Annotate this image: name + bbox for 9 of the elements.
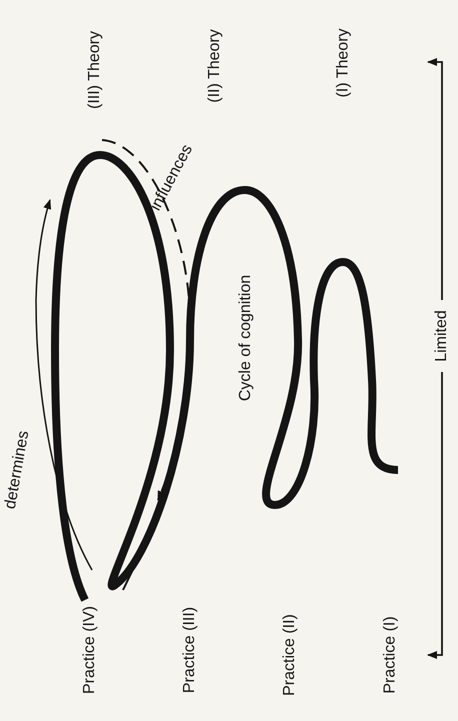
- theory-label: (I) Theory: [334, 28, 352, 98]
- cycle-label: Cycle of cognition: [237, 274, 256, 402]
- practice-label: Practice (III): [181, 606, 200, 694]
- theory-label: (III) Theory: [86, 31, 104, 109]
- practice-label: Practice (IV): [81, 606, 99, 694]
- arrow-label: determines: [1, 429, 33, 511]
- practice-label: Practice (II): [280, 614, 299, 696]
- practice-label: Practice (I): [381, 616, 400, 694]
- theory-label: (II) Theory: [206, 29, 224, 103]
